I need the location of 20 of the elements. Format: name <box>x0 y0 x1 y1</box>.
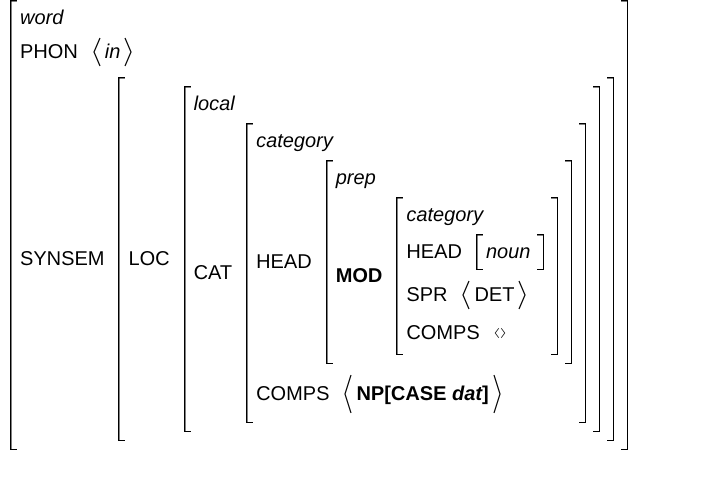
list-item: DET <box>474 284 514 306</box>
feature-name: SYNSEM <box>20 247 104 272</box>
type-label: word <box>20 6 65 31</box>
feature-name: HEAD <box>256 250 312 275</box>
list-item: NP[CASE dat] <box>356 382 489 406</box>
list-item: in <box>104 40 120 64</box>
feature-name: SPR <box>406 283 448 308</box>
feature-name: HEAD <box>406 240 462 265</box>
feature-name: COMPS <box>256 382 330 407</box>
type-label: category <box>256 129 335 154</box>
feature-name: COMPS <box>406 321 480 346</box>
type-label: prep <box>336 166 377 191</box>
bracket-matrix <box>10 0 628 450</box>
feature-name: MOD <box>336 264 382 289</box>
feature-name: PHON <box>20 40 78 65</box>
feature-name: LOC <box>128 247 170 272</box>
type-label: category <box>406 203 485 228</box>
feature-name: CAT <box>194 261 232 286</box>
type-label: noun <box>486 240 530 265</box>
type-label: local <box>194 92 236 117</box>
